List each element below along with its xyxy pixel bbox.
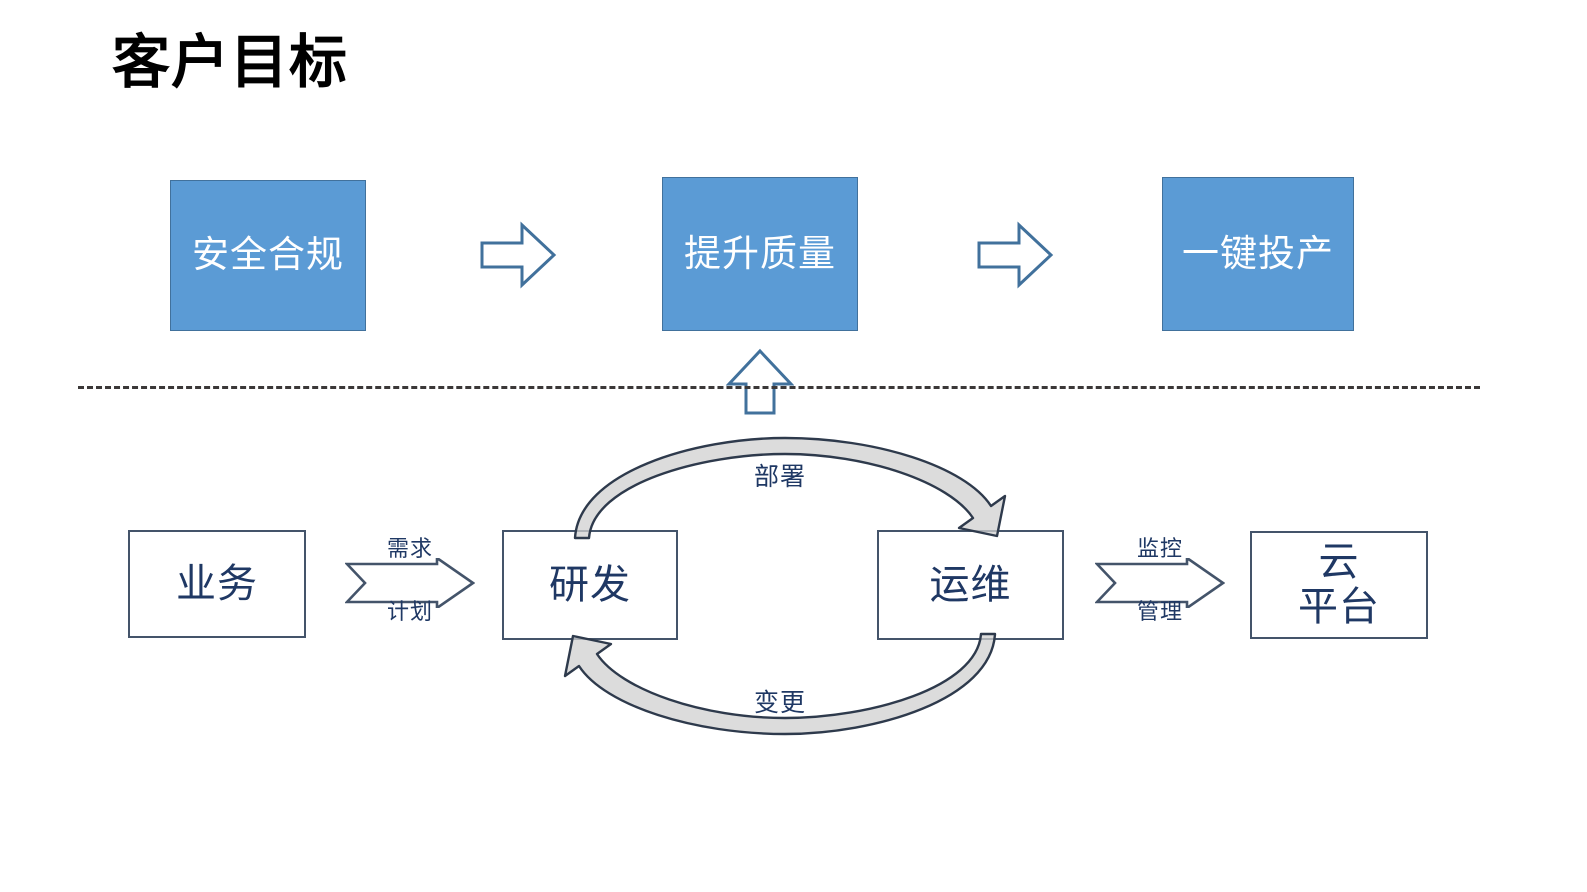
cycle-arrow-label-deploy: 部署 <box>753 463 806 491</box>
block-arrow-right-icon <box>975 219 1055 291</box>
curved-arrow-left-icon <box>545 630 1025 740</box>
flow-arrow-caption-bottom: 计划 <box>386 599 433 624</box>
flow-box-label: 研发 <box>549 562 631 607</box>
goal-box-one-click-production[interactable]: 一键投产 <box>1162 177 1354 331</box>
flow-box-business[interactable]: 业务 <box>128 530 306 638</box>
flow-box-label-line-1: 云 <box>1318 540 1360 585</box>
goal-box-label: 一键投产 <box>1182 232 1334 274</box>
goal-box-security-compliance[interactable]: 安全合规 <box>170 180 366 331</box>
flow-box-operations[interactable]: 运维 <box>877 530 1064 640</box>
block-arrow-right-icon <box>478 219 558 291</box>
flow-arrow-caption-bottom: 管理 <box>1136 599 1183 624</box>
curved-arrow-right-icon <box>545 432 1025 542</box>
cycle-arrow-label-change: 变更 <box>753 689 806 717</box>
block-arrow-up-icon <box>725 348 795 416</box>
flow-box-label: 运维 <box>929 562 1012 607</box>
goal-box-label: 安全合规 <box>192 234 344 276</box>
flow-box-label: 云 平台 <box>1298 540 1380 630</box>
flow-box-label-line-2: 平台 <box>1298 585 1380 629</box>
flow-arrow-caption-top: 需求 <box>386 536 433 561</box>
goal-box-label: 提升质量 <box>684 232 836 274</box>
striped-arrow-right-icon <box>343 555 476 611</box>
goal-box-improve-quality[interactable]: 提升质量 <box>662 177 858 331</box>
flow-arrow-caption-top: 监控 <box>1136 536 1183 561</box>
flow-box-label: 业务 <box>176 561 258 606</box>
dashed-divider <box>78 386 1480 389</box>
flow-box-development[interactable]: 研发 <box>502 530 678 640</box>
page-title: 客户目标 <box>112 30 349 95</box>
flow-box-cloud-platform[interactable]: 云 平台 <box>1250 531 1428 639</box>
striped-arrow-right-icon <box>1093 555 1226 611</box>
